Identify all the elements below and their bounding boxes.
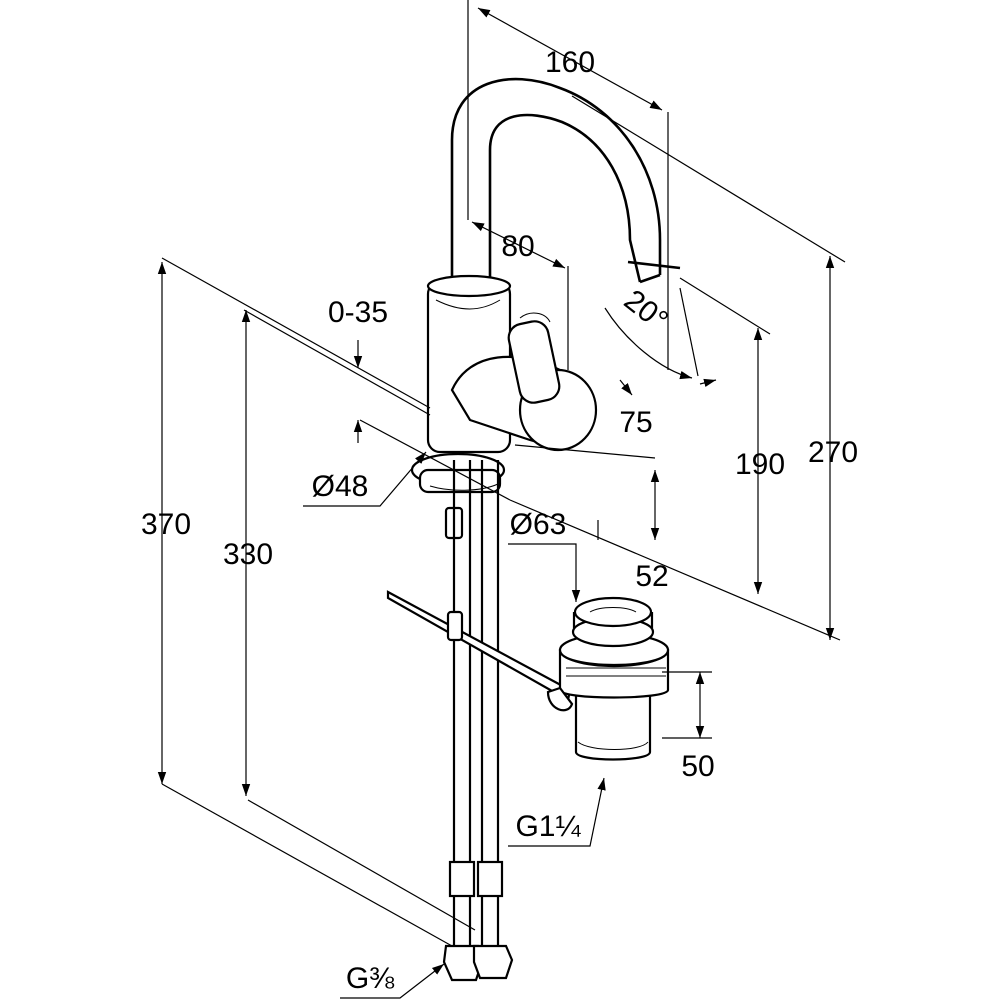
dim-lever-height: 75	[619, 406, 652, 439]
dim-mount-thickness: 0-35	[328, 296, 388, 329]
dim-total-height: 370	[141, 508, 191, 541]
dim-waste-diameter: Ø63	[510, 508, 567, 541]
extension-lines	[161, 0, 846, 947]
dim-waste-thread: G1¼	[515, 810, 581, 843]
waste-valve	[546, 596, 670, 761]
dimension-labels: 160 80 20° 190 270 0-35 Ø48 75 52 Ø63 37…	[141, 46, 858, 995]
dim-flow-height: 190	[735, 448, 785, 481]
dim-spout-height: 270	[808, 436, 858, 469]
dim-reach-spout: 160	[545, 46, 595, 79]
dimension-lines	[157, 7, 835, 999]
dim-lever-offset: 52	[635, 560, 668, 593]
dim-swivel-angle: 20°	[618, 284, 674, 338]
lever-handle	[450, 312, 598, 452]
dim-supply-thread: G⅜	[346, 962, 395, 995]
dim-body-diameter: Ø48	[312, 470, 369, 503]
dim-hose-length: 330	[223, 538, 273, 571]
dim-waste-length: 50	[681, 750, 714, 783]
dim-reach-lever: 80	[501, 230, 534, 263]
spout	[450, 77, 681, 288]
popup-rod	[386, 590, 572, 702]
supply-hoses	[442, 460, 514, 982]
mounting-washer	[410, 452, 506, 540]
